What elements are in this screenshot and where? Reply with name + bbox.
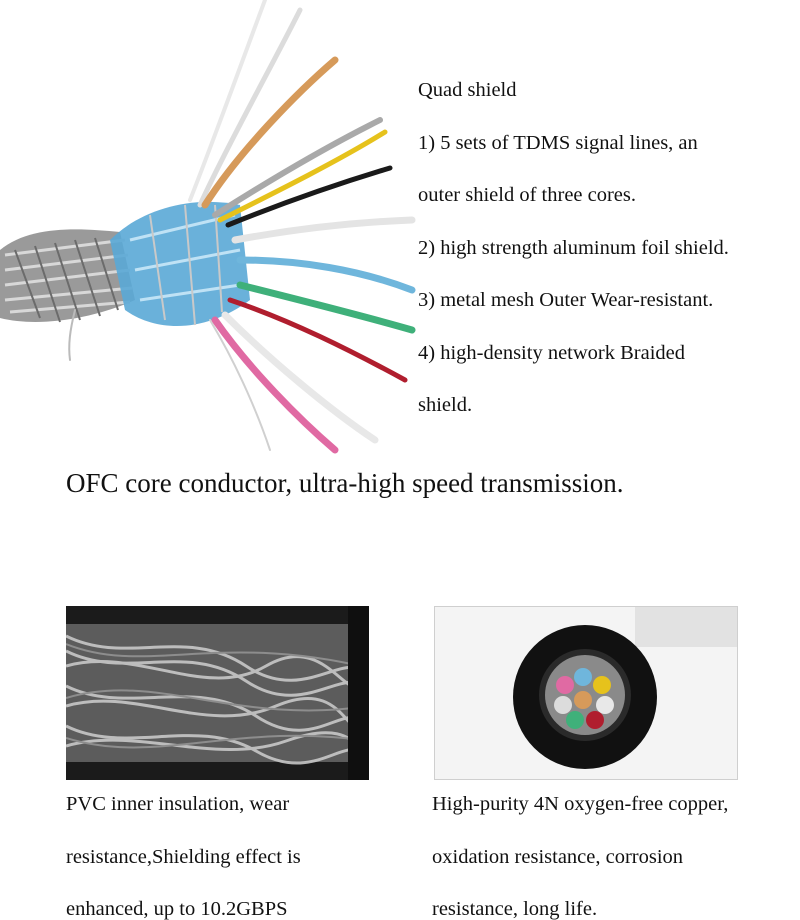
cable-wires-drawing [0,0,416,454]
spec-line: 2) high strength aluminum foil shield. [418,236,729,259]
caption-line: oxidation resistance, corrosion [432,845,684,868]
spec-line: shield. [418,394,473,416]
caption-line: resistance,Shielding effect is [66,845,301,868]
caption-line: High-purity 4N oxygen-free copper, [432,793,729,815]
spec-line: 4) high-density network Braided [418,341,686,364]
caption-line: PVC inner insulation, wear [66,793,290,815]
caption-line: enhanced, up to 10.2GBPS [66,898,288,920]
caption-line: resistance, long life. [432,898,598,920]
aluminum-foil [110,201,250,327]
headline: OFC core conductor, ultra-high speed tra… [66,468,624,498]
spec-line: 1) 5 sets of TDMS signal lines, an [418,131,698,154]
cable-illustration [0,0,420,460]
spec-line: outer shield of three cores. [418,184,637,206]
caption-insulation: PVC inner insulation, wear resistance,Sh… [66,778,406,920]
spec-title: Quad shield [418,79,517,101]
cross-section-photo [434,606,738,780]
spec-line: 3) metal mesh Outer Wear-resistant. [418,289,714,311]
braided-shield-photo [66,606,369,780]
spec-list: Quad shield 1) 5 sets of TDMS signal lin… [418,64,798,432]
caption-copper: High-purity 4N oxygen-free copper, oxida… [432,778,798,920]
